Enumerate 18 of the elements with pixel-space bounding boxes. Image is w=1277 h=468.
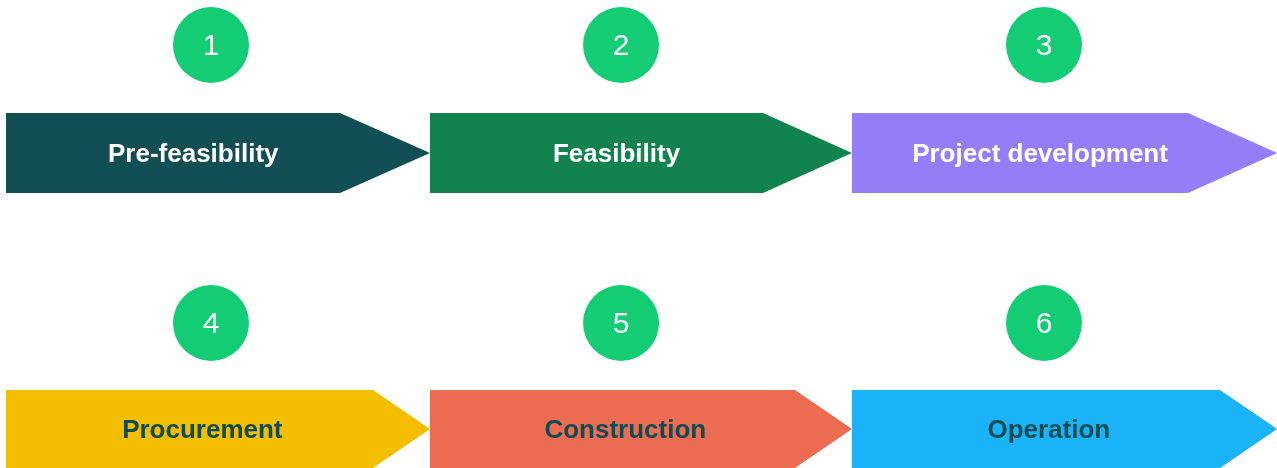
step-label: Pre-feasibility — [108, 137, 279, 169]
step-banner — [430, 113, 852, 193]
step-number: 3 — [1035, 28, 1053, 62]
step-label: Feasibility — [552, 137, 681, 169]
step-number: 2 — [612, 28, 630, 62]
step-label: Construction — [544, 413, 707, 445]
step-banner — [430, 390, 852, 468]
step-banner — [6, 113, 430, 193]
step-number: 6 — [1035, 306, 1053, 340]
step-label: Procurement — [122, 413, 283, 445]
step-number: 4 — [202, 306, 220, 340]
step-label: Project development — [912, 137, 1168, 169]
step-banner — [6, 390, 430, 468]
step-banner — [852, 113, 1277, 193]
step-number: 1 — [202, 28, 220, 62]
step-number: 5 — [612, 306, 630, 340]
step-banner — [852, 390, 1277, 468]
step-label: Operation — [987, 413, 1111, 445]
